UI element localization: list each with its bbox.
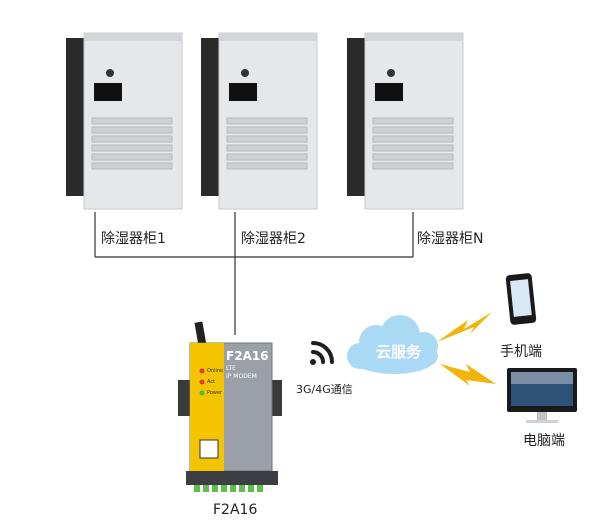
cabinet-2-image [201,32,318,210]
modem-line-1: LTE [226,365,236,372]
cabinet-2-label: 除湿器柜2 [241,231,306,247]
modem-brand-text: F2A16 [226,349,269,363]
modem-image [178,321,282,492]
phone-icon [505,273,537,325]
cabinet-n-image [347,32,464,210]
bus-wiring [94,212,414,335]
cabinet-1-label: 除湿器柜1 [101,231,166,247]
modem-label: F2A16 [213,502,258,518]
modem-line-2: IP MODEM [226,373,257,380]
computer-icon [507,368,577,423]
cloud-label: 云服务 [376,343,422,361]
wireless-signal-icon [310,341,334,365]
cloud-icon [347,315,438,374]
modem-led-act: Act [207,379,216,385]
link-label: 3G/4G通信 [296,383,353,396]
lightning-bolt-pc-icon [440,364,496,386]
phone-label: 手机端 [500,344,542,360]
modem-led-online: Online [207,368,224,374]
modem-led-power: Power [207,390,223,396]
cabinet-1-image [66,32,183,210]
cabinet-n-label: 除湿器柜N [417,231,484,247]
pc-label: 电脑端 [523,433,565,449]
lightning-bolt-phone-icon [437,312,492,342]
